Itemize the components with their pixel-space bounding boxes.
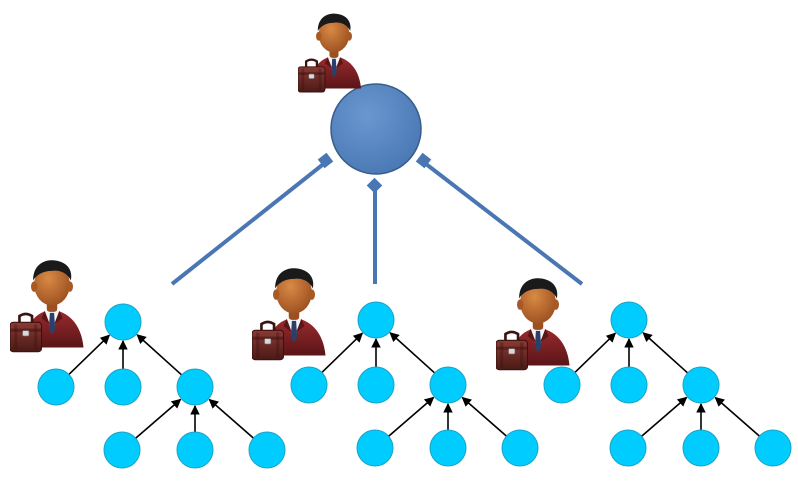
tree-node: [610, 366, 648, 404]
tree-edge: [208, 398, 254, 439]
right-businessman-icon: [496, 276, 571, 372]
root-hub-node: [330, 83, 422, 175]
tree-node: [610, 301, 648, 339]
tree-node: [37, 368, 75, 406]
tree-node: [290, 366, 328, 404]
left-businessman-icon: [10, 258, 85, 354]
tree-node: [682, 366, 720, 404]
tree-edge: [574, 332, 617, 374]
tree-edge: [135, 398, 182, 439]
tree-left: [37, 303, 286, 469]
tree-edge: [136, 334, 183, 376]
tree-node: [176, 431, 214, 469]
tree-node: [248, 431, 286, 469]
tree-node: [429, 429, 467, 467]
tree-node: [357, 366, 395, 404]
tree-node: [104, 303, 142, 341]
tree-center: [290, 301, 539, 467]
tree-edge: [461, 396, 507, 437]
tree-node: [429, 366, 467, 404]
tree-right: [543, 301, 792, 467]
connector-right: [424, 162, 584, 286]
tree-node: [103, 431, 141, 469]
center-businessman-icon: [252, 266, 327, 362]
connector-left-end: [317, 152, 334, 169]
tree-node: [754, 429, 792, 467]
tree-edge: [68, 334, 111, 376]
connector-center-end: [366, 177, 383, 194]
tree-edge: [321, 332, 364, 374]
tree-node: [609, 429, 647, 467]
tree-node: [682, 429, 720, 467]
tree-node: [176, 368, 214, 406]
root-businessman-icon: [298, 12, 363, 94]
tree-node: [104, 368, 142, 406]
tree-edge: [714, 396, 760, 437]
tree-edge: [389, 332, 436, 374]
tree-edge: [388, 396, 435, 437]
root-connectors: [170, 152, 584, 286]
tree-node: [501, 429, 539, 467]
tree-edge: [641, 396, 688, 437]
connector-left: [170, 160, 328, 286]
connector-right-end: [415, 152, 432, 169]
tree-node: [356, 429, 394, 467]
tree-node: [543, 366, 581, 404]
tree-node: [357, 301, 395, 339]
tree-edge: [642, 332, 689, 374]
sub-trees: [37, 301, 792, 469]
